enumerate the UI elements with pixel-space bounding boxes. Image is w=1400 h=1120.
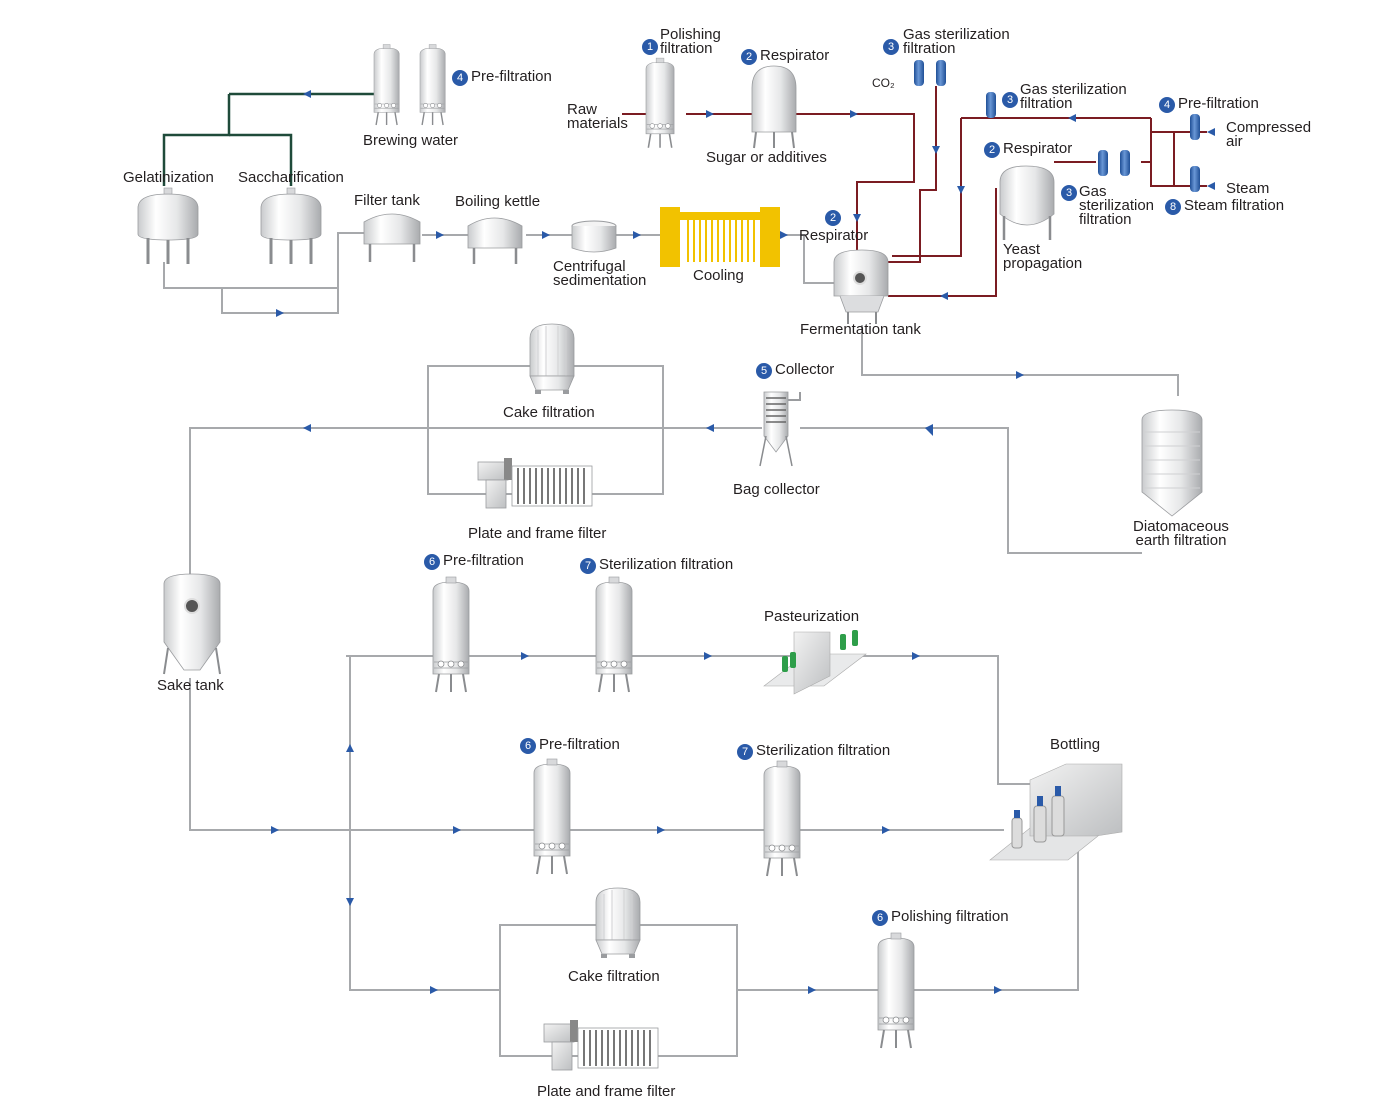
gas-pipes	[622, 86, 1207, 297]
cake-filter-tank-2-icon	[595, 887, 641, 959]
saccharification-label: Saccharification	[238, 169, 344, 186]
raw-materials-label: Raw materials	[567, 101, 628, 132]
compressed-air-filter-icon	[1190, 114, 1200, 140]
polishing-filter-6-icon	[877, 932, 915, 1049]
cake-filter-tank-1-icon	[529, 323, 575, 395]
brewing-water-tanks-icon	[373, 43, 446, 126]
diatomaceous-earth-tank-icon	[1141, 409, 1203, 517]
compressed-air-label: Compressed air	[1226, 119, 1312, 150]
flow-arrows	[271, 90, 1215, 994]
gelatinization-label: Gelatinization	[123, 169, 214, 186]
filter-tank-label: Filter tank	[354, 192, 420, 209]
plate-frame-filter-2-icon	[543, 1019, 659, 1071]
fermentation-tank-label: Fermentation tank	[800, 321, 921, 338]
bag-collector-label: Bag collector	[733, 481, 820, 498]
plate-frame-filter-2-label: Plate and frame filter	[537, 1083, 676, 1100]
bottling-machine-icon	[989, 763, 1123, 861]
gas-sterilization-filter-mid-icon	[986, 92, 996, 118]
cooling-label: Cooling	[693, 267, 744, 284]
cake-filtration-2-label: Cake filtration	[568, 968, 660, 985]
cake-filtration-1-label: Cake filtration	[503, 404, 595, 421]
plate-frame-filter-1-label: Plate and frame filter	[468, 525, 607, 542]
saccharification-tank-icon	[259, 186, 323, 266]
fermentation-tank-icon	[833, 249, 889, 324]
respirator-tank-icon	[751, 65, 797, 149]
respirator-fermentation-text: Respirator	[799, 227, 869, 244]
boiling-kettle-label: Boiling kettle	[455, 193, 541, 210]
centrifugal-sedimentation-label: Centrifugal sedimentation	[553, 258, 647, 289]
co2-label: CO₂	[872, 76, 895, 90]
gelatinization-tank-icon	[136, 186, 200, 266]
brewing-water-label: Brewing water	[363, 132, 459, 149]
sterilization-filter-7b-icon	[763, 760, 801, 877]
bag-collector-icon	[759, 391, 801, 467]
bottling-label: Bottling	[1050, 736, 1101, 753]
polishing-filter-top-icon	[645, 57, 675, 149]
plate-frame-filter-1-icon	[477, 457, 593, 509]
boiling-kettle-icon	[467, 217, 523, 264]
pasteurization-machine-icon	[763, 630, 867, 695]
steam-label: Steam	[1226, 180, 1270, 197]
sake-tank-icon	[163, 573, 221, 675]
yeast-propagation-label: Yeast propagation	[1003, 241, 1083, 272]
filter-tank-icon	[363, 213, 421, 262]
pasteurization-label: Pasteurization	[764, 608, 860, 625]
diatomaceous-earth-label: Diatomaceous earth filtration	[1133, 518, 1229, 549]
sterilization-filter-7a-icon	[595, 576, 633, 693]
centrifugal-sedimentation-icon	[571, 220, 617, 253]
gray-pipes	[163, 232, 1179, 1057]
pre-filter-6b-icon	[533, 758, 571, 875]
cooling-heat-exchanger-icon	[660, 207, 780, 267]
yeast-sterilization-filters-icon	[1098, 150, 1130, 176]
steam-filter-icon	[1190, 166, 1200, 192]
pre-filter-6a-icon	[432, 576, 470, 693]
respirator-fermentation-label: 2	[825, 209, 844, 226]
yeast-propagation-tank-icon	[999, 165, 1055, 240]
sake-tank-label: Sake tank	[157, 677, 224, 694]
sugar-additives-label: Sugar or additives	[706, 149, 827, 166]
gas-sterilization-filters-top-icon	[914, 60, 946, 86]
